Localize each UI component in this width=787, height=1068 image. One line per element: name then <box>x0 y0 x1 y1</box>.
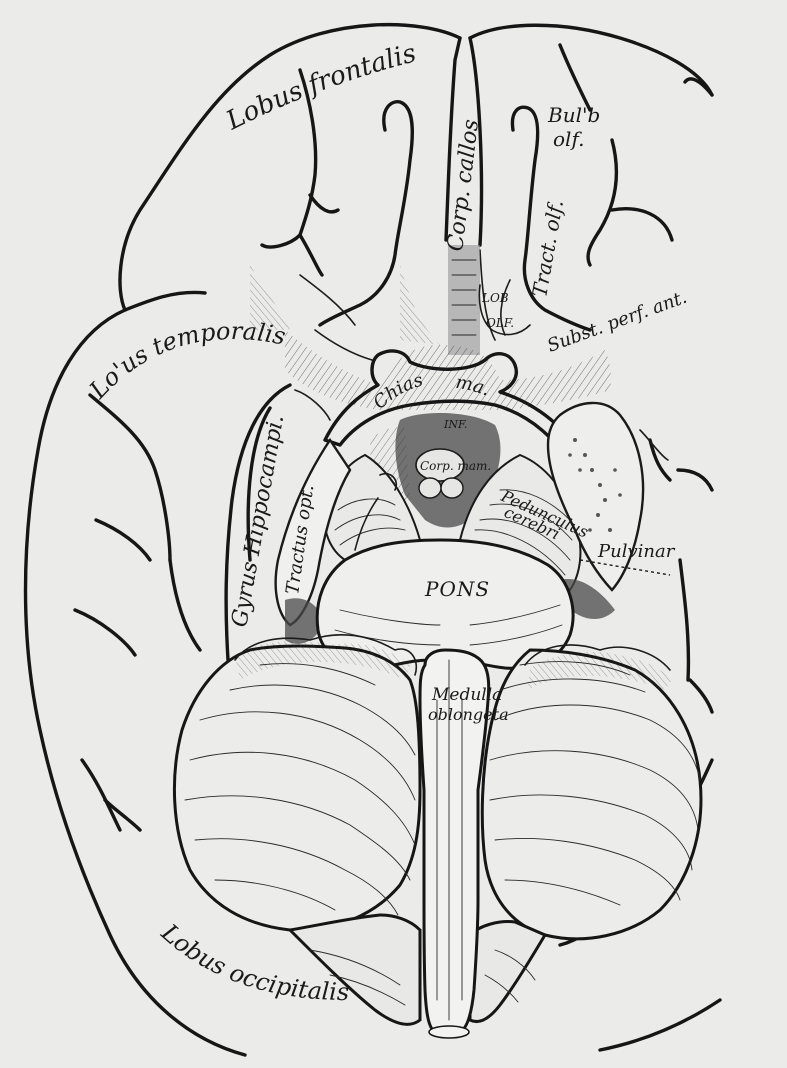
mammillary-bodies <box>416 449 464 498</box>
cerebellum-bottom-lobes <box>290 915 545 1024</box>
label-medulla-2: oblongeta <box>428 705 509 724</box>
label-corp-mam: Corp. mam. <box>420 459 491 473</box>
label-lobus-frontalis: Lobus frontalis. <box>0 0 419 137</box>
cerebellum-right <box>482 650 701 939</box>
label-medulla-1: Medulla <box>431 685 502 705</box>
label-bulb-olf-2: olf. <box>553 127 584 151</box>
label-tract-olf: Tract. olf. <box>527 198 568 299</box>
cerebellum-left <box>174 646 420 930</box>
label-pulvinar: Pulvinar <box>597 541 676 562</box>
label-inf: INF. <box>443 418 467 431</box>
label-bulb-olf-1: Bul'b <box>547 103 600 127</box>
label-lob-olf-1: LOB <box>481 291 509 305</box>
label-lob-olf-2: OLF. <box>486 316 514 330</box>
label-pons: PONS <box>424 577 490 601</box>
